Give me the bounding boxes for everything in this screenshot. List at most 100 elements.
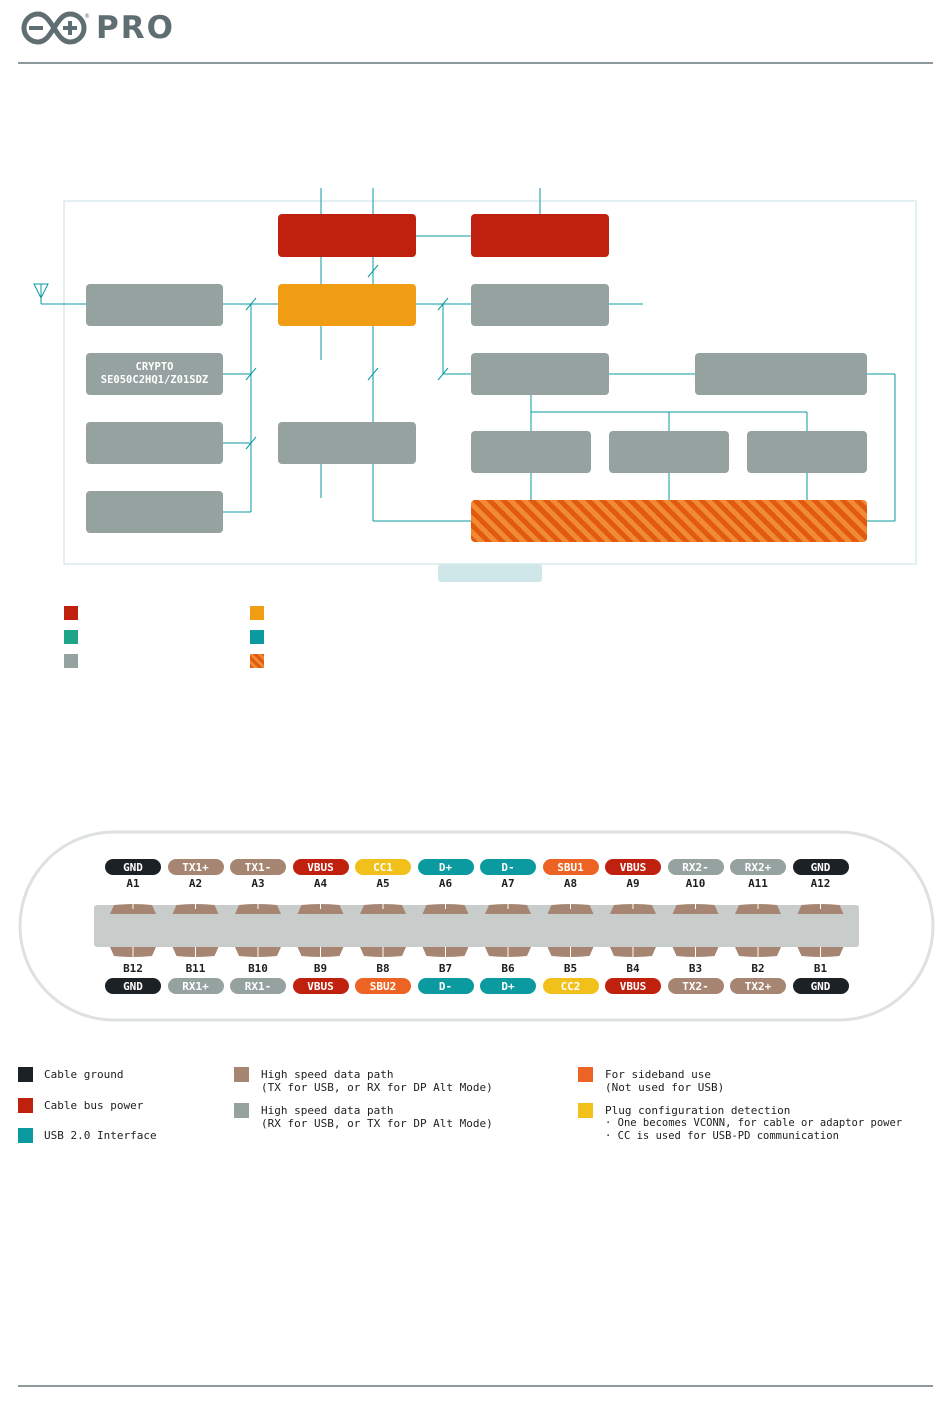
footer-divider	[18, 1385, 933, 1387]
legend-plug-config-line2: · One becomes VCONN, for cable or adapto…	[605, 1117, 903, 1129]
legend-swatch-red	[64, 606, 78, 620]
pin-signal-label: RX2+	[730, 859, 786, 875]
pin-number: B12	[123, 962, 143, 975]
pin-number: B11	[185, 962, 206, 975]
legend-cable-bus-power-swatch	[18, 1098, 33, 1113]
legend-swatch-orange	[250, 606, 264, 620]
pin-signal-label: TX1-	[230, 859, 286, 875]
block-top-right-red	[471, 214, 609, 257]
pin-signal-label: D+	[480, 978, 536, 994]
pin-number: B6	[501, 962, 515, 975]
legend-hs-rx-text: High speed data path (RX for USB, or TX …	[261, 1104, 493, 1130]
crypto-label: CRYPTO SE050C2HQ1/Z01SDZ	[100, 361, 209, 386]
pin-number: B1	[813, 962, 828, 975]
pin-signal-label: TX2+	[730, 978, 786, 994]
block-left-third	[86, 422, 223, 464]
block-diagram: CRYPTO SE050C2HQ1/Z01SDZ	[0, 0, 950, 700]
legend-swatch-hatched	[250, 654, 264, 668]
pin-signal-label: VBUS	[605, 859, 661, 875]
block-left-bottom	[86, 491, 223, 533]
pin-number: A9	[626, 877, 640, 890]
pin-number: A11	[748, 877, 768, 890]
block-sub-3	[747, 431, 867, 473]
pin-number: B4	[626, 962, 640, 975]
legend-hs-tx-text: High speed data path (TX for USB, or RX …	[261, 1068, 493, 1094]
legend-hs-rx-line1: High speed data path	[261, 1104, 394, 1117]
legend-hs-rx-line2: (RX for USB, or TX for DP Alt Mode)	[261, 1117, 493, 1130]
pin-signal-label: CC2	[542, 978, 599, 994]
block-right-middle	[471, 353, 609, 395]
pin-signal-label: VBUS	[292, 859, 349, 875]
legend-cable-bus-power-text: Cable bus power	[44, 1099, 144, 1112]
pin-number: B2	[751, 962, 765, 975]
block-right-upper	[471, 284, 609, 326]
pin-signal-label: CC1	[355, 859, 411, 875]
pin-number: A12	[810, 877, 831, 890]
pin-signal-label: GND	[792, 859, 849, 875]
pin-number: B9	[313, 962, 328, 975]
block-main-mcu	[278, 284, 416, 326]
legend-hs-rx-swatch	[234, 1103, 249, 1118]
block-top-left-red	[278, 214, 416, 257]
header-divider	[18, 62, 933, 64]
block-crypto: CRYPTO SE050C2HQ1/Z01SDZ	[86, 353, 223, 395]
pin-number: A7	[501, 877, 515, 890]
pin-signal-label: TX2-	[667, 978, 724, 994]
legend-cable-ground-swatch	[18, 1067, 33, 1082]
pin-number: B3	[688, 962, 703, 975]
usb-c-receptacle-outline	[18, 830, 935, 1022]
pin-number: B5	[563, 962, 578, 975]
pin-signal-label: D+	[417, 859, 474, 875]
legend-swatch-teal	[250, 630, 264, 644]
pin-signal-label: GND	[792, 978, 849, 994]
pin-number: A10	[685, 877, 706, 890]
pin-signal-label: GND	[105, 859, 161, 875]
pin-signal-label: VBUS	[605, 978, 661, 994]
pin-number: A8	[563, 877, 578, 890]
pin-number: A4	[313, 877, 328, 890]
pin-number: A6	[438, 877, 453, 890]
brand: ® PRO	[18, 6, 175, 50]
pin-number: B8	[376, 962, 390, 975]
legend-hs-tx-swatch	[234, 1067, 249, 1082]
legend-sideband-line1: For sideband use	[605, 1068, 711, 1081]
legend-usb2-text: USB 2.0 Interface	[44, 1129, 157, 1142]
legend-plug-config-text: Plug configuration detection · One becom…	[605, 1104, 902, 1143]
pin-signal-label: VBUS	[292, 978, 349, 994]
pin-signal-label: RX2-	[667, 859, 724, 875]
pin-signal-label: TX1+	[167, 859, 224, 875]
legend-plug-config-line3: · CC is used for USB-PD communication	[605, 1130, 839, 1142]
legend-plug-config-swatch	[578, 1103, 593, 1118]
pin-number: B7	[438, 962, 453, 975]
pin-number: B10	[248, 962, 268, 975]
pin-signal-label: D-	[417, 978, 474, 994]
pin-number: A5	[376, 877, 390, 890]
pin-signal-label: SBU2	[355, 978, 411, 994]
legend-hs-tx-line2: (TX for USB, or RX for DP Alt Mode)	[261, 1081, 493, 1094]
arduino-logo-icon: ®	[21, 11, 90, 45]
legend-swatch-green	[64, 630, 78, 644]
block-radio	[86, 284, 223, 326]
legend-usb2-swatch	[18, 1128, 33, 1143]
pin-signal-label: RX1+	[167, 978, 224, 994]
block-far-right	[695, 353, 867, 395]
block-sub-2	[609, 431, 729, 473]
pin-number: A1	[126, 877, 140, 890]
pin-number: A2	[188, 877, 203, 890]
pin-signal-label: SBU1	[542, 859, 599, 875]
brand-text: PRO	[96, 10, 175, 46]
block-diagram-wiring	[33, 188, 917, 582]
legend-sideband-line2: (Not used for USB)	[605, 1081, 725, 1094]
usb-c-pinout	[18, 830, 935, 1022]
legend-sideband-text: For sideband use (Not used for USB)	[605, 1068, 724, 1094]
block-connector-hatched	[471, 500, 867, 542]
legend-cable-ground-text: Cable ground	[44, 1068, 124, 1081]
legend-plug-config-line1: Plug configuration detection	[605, 1104, 791, 1117]
pin-number: A3	[251, 877, 265, 890]
block-center-lower	[278, 422, 416, 464]
legend-swatch-gray	[64, 654, 78, 668]
block-sub-1	[471, 431, 591, 473]
legend-sideband-swatch	[578, 1067, 593, 1082]
svg-text:®: ®	[84, 13, 90, 20]
